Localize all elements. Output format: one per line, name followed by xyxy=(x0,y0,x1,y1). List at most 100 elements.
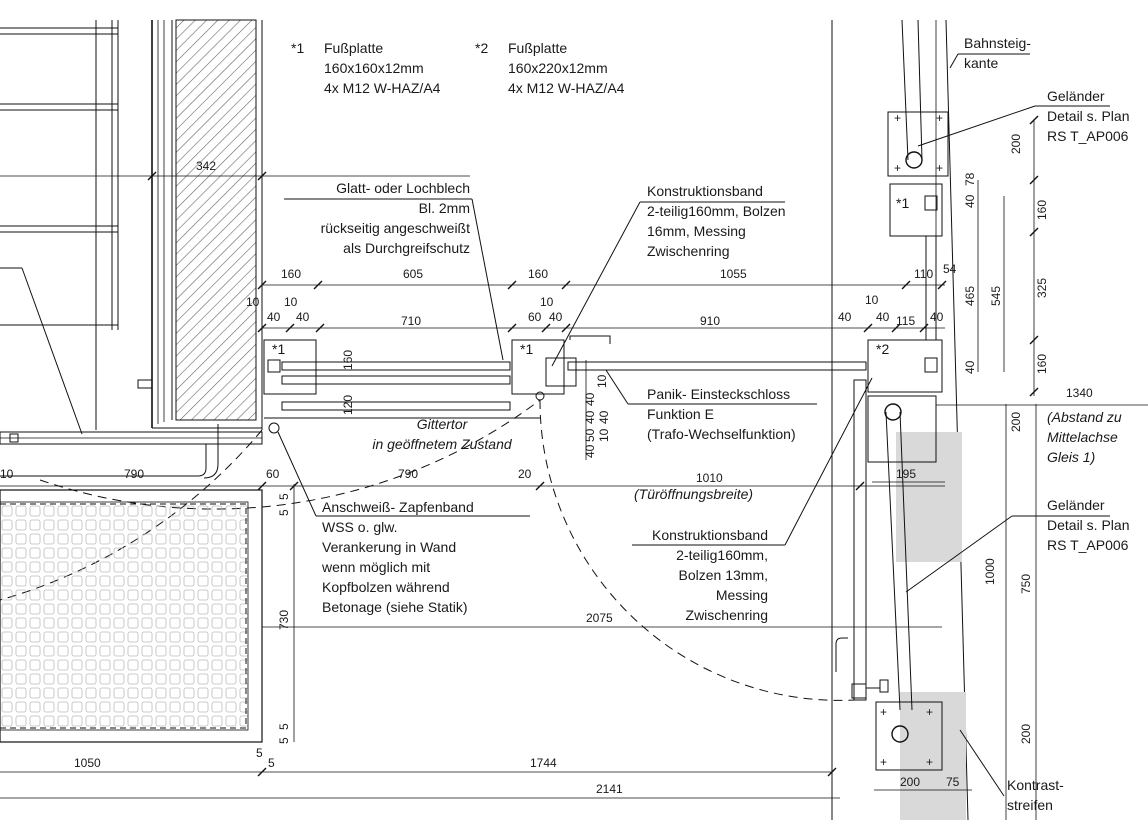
railing-middle: 195 200 xyxy=(867,395,1037,820)
svg-text:40: 40 xyxy=(597,410,611,424)
callout-band-bottom: Konstruktionsband 2-teilig160mm, Bolzen … xyxy=(632,377,873,623)
grating xyxy=(0,489,263,743)
svg-text:710: 710 xyxy=(401,314,421,328)
svg-text:+: + xyxy=(894,111,901,125)
svg-text:160: 160 xyxy=(528,267,548,281)
svg-text:790: 790 xyxy=(124,467,144,481)
footplate-notes: *1 Fußplatte 160x160x12mm 4x M12 W-HAZ/A… xyxy=(291,40,625,96)
svg-text:+: + xyxy=(894,161,901,175)
svg-text:WSS o. glw.: WSS o. glw. xyxy=(322,519,397,535)
svg-text:75: 75 xyxy=(946,775,960,789)
svg-text:*2: *2 xyxy=(876,341,889,357)
gate-closed: *1 *1 *2 xyxy=(263,335,943,434)
svg-text:200: 200 xyxy=(1009,412,1023,432)
svg-text:5: 5 xyxy=(268,756,275,770)
svg-text:Kontrast-: Kontrast- xyxy=(1007,777,1064,793)
dim-200-low: 200 xyxy=(1019,724,1033,744)
svg-text:115: 115 xyxy=(896,314,915,328)
svg-text:160: 160 xyxy=(1035,200,1049,220)
dim-row-4: 10 790 60 790 20 1010 (Türöffnungsbreite… xyxy=(0,467,945,502)
svg-text:545: 545 xyxy=(989,286,1003,306)
svg-text:*1: *1 xyxy=(896,195,909,211)
dim-2075: 2075 xyxy=(586,611,613,625)
svg-text:60: 60 xyxy=(266,467,280,481)
svg-text:Verankerung in Wand: Verankerung in Wand xyxy=(322,539,456,555)
svg-text:605: 605 xyxy=(403,267,423,281)
svg-text:1050: 1050 xyxy=(74,756,101,770)
svg-text:Konstruktionsband: Konstruktionsband xyxy=(647,183,763,199)
svg-text:streifen: streifen xyxy=(1007,797,1053,813)
fp2-size: 160x220x12mm xyxy=(508,60,608,76)
svg-text:Konstruktionsband: Konstruktionsband xyxy=(652,527,768,543)
callout-kontraststreifen: Kontrast- streifen xyxy=(959,729,1064,813)
fp2-title: Fußplatte xyxy=(508,40,567,56)
svg-text:+: + xyxy=(926,705,933,719)
dim-1340: 1340 (Abstand zu Mittelachse Gleis 1) xyxy=(936,386,1148,465)
callout-band-top: Konstruktionsband 2-teilig160mm, Bolzen … xyxy=(551,183,786,367)
svg-text:in geöffnetem Zustand: in geöffnetem Zustand xyxy=(372,436,513,452)
dim-left-vertical: 5 5 730 5 5 xyxy=(277,484,295,744)
svg-text:40: 40 xyxy=(583,410,597,424)
svg-text:Geländer: Geländer xyxy=(1047,88,1105,104)
dim-lock: 160 120 10 40 40 40 50 10 40 xyxy=(341,350,611,460)
svg-text:40: 40 xyxy=(296,310,310,324)
svg-text:Mittelachse: Mittelachse xyxy=(1047,429,1118,445)
svg-text:RS T_AP006: RS T_AP006 xyxy=(1047,537,1129,553)
svg-text:1055: 1055 xyxy=(720,267,747,281)
svg-text:Betonage (siehe Statik): Betonage (siehe Statik) xyxy=(322,599,468,615)
svg-text:10: 10 xyxy=(597,428,611,442)
swing-arc-lower-left xyxy=(39,399,541,510)
fp2-mark: *2 xyxy=(475,40,488,56)
svg-text:160: 160 xyxy=(281,267,301,281)
callout-panik: Panik- Einsteckschloss Funktion E (Trafo… xyxy=(605,369,817,442)
swing-arc-right xyxy=(539,399,857,701)
svg-text:1744: 1744 xyxy=(530,756,557,770)
svg-text:40: 40 xyxy=(838,310,852,324)
svg-text:40: 40 xyxy=(963,194,977,208)
svg-text:Glatt- oder Lochblech: Glatt- oder Lochblech xyxy=(336,180,470,196)
dim-right-vertical: 200 78 40 160 465 545 325 40 160 xyxy=(963,115,1049,397)
railing-top: + + + + xyxy=(887,19,949,177)
svg-text:Bl. 2mm: Bl. 2mm xyxy=(419,200,470,216)
plate-right-top: *1 xyxy=(889,183,943,340)
svg-text:Gleis 1): Gleis 1) xyxy=(1047,449,1095,465)
svg-text:Kopfbolzen während: Kopfbolzen während xyxy=(322,579,450,595)
svg-text:Anschweiß- Zapfenband: Anschweiß- Zapfenband xyxy=(322,499,474,515)
svg-text:Messing: Messing xyxy=(716,587,768,603)
fp1-title: Fußplatte xyxy=(324,40,383,56)
svg-text:+: + xyxy=(936,111,943,125)
gate-open-vertical xyxy=(835,379,889,701)
svg-text:5: 5 xyxy=(277,723,291,730)
contrast-strip-lower xyxy=(900,692,966,820)
svg-text:40: 40 xyxy=(583,392,597,406)
svg-text:5: 5 xyxy=(277,509,291,516)
svg-text:RS T_AP006: RS T_AP006 xyxy=(1047,128,1129,144)
callout-bahnsteigkante: Bahnsteig- kante xyxy=(949,35,1031,71)
svg-text:kante: kante xyxy=(964,55,998,71)
svg-text:40: 40 xyxy=(549,310,563,324)
svg-text:Geländer: Geländer xyxy=(1047,497,1105,513)
svg-text:160: 160 xyxy=(341,350,355,370)
svg-text:2-teilig160mm,: 2-teilig160mm, xyxy=(676,547,768,563)
callout-gelaender-bottom: Geländer Detail s. Plan RS T_AP006 xyxy=(905,497,1129,593)
svg-text:Zwischenring: Zwischenring xyxy=(686,607,768,623)
svg-text:+: + xyxy=(926,755,933,769)
svg-text:1340: 1340 xyxy=(1066,386,1093,400)
svg-text:78: 78 xyxy=(963,172,977,186)
svg-text:Detail s. Plan: Detail s. Plan xyxy=(1047,517,1129,533)
svg-text:(Trafo-Wechselfunktion): (Trafo-Wechselfunktion) xyxy=(647,426,796,442)
svg-text:2-teilig160mm, Bolzen: 2-teilig160mm, Bolzen xyxy=(647,203,786,219)
svg-text:5: 5 xyxy=(256,746,263,760)
callout-zapfenband: Anschweiß- Zapfenband WSS o. glw. Verank… xyxy=(277,431,530,615)
svg-text:10: 10 xyxy=(0,467,14,481)
svg-text:325: 325 xyxy=(1035,278,1049,298)
svg-text:5: 5 xyxy=(277,493,291,500)
svg-text:5: 5 xyxy=(277,737,291,744)
svg-text:+: + xyxy=(936,161,943,175)
fp1-size: 160x160x12mm xyxy=(324,60,424,76)
svg-text:1010: 1010 xyxy=(696,471,723,485)
dim-row-2: 10 10 10 10 xyxy=(246,293,879,309)
svg-text:(Abstand zu: (Abstand zu xyxy=(1047,409,1122,425)
svg-text:10: 10 xyxy=(595,374,609,388)
